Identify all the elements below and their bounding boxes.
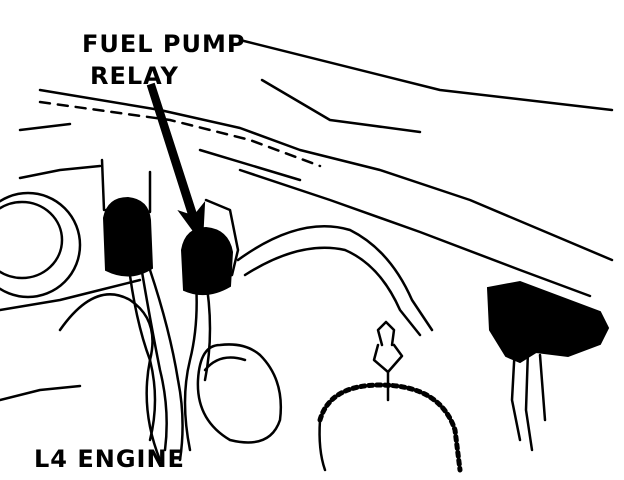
fuel-pump-relay xyxy=(180,226,234,296)
lower-wire-3 xyxy=(538,353,547,422)
pointer-arrow xyxy=(146,82,206,245)
connector-stem xyxy=(372,343,404,374)
harness-2 xyxy=(138,258,168,452)
fender-edge-inner xyxy=(38,100,322,168)
callout-label-line-2: RELAY xyxy=(90,62,179,90)
harness-1 xyxy=(126,258,157,442)
connector-tip xyxy=(376,320,396,347)
fender-edge xyxy=(38,88,614,262)
fender-line-mid xyxy=(260,78,422,134)
black-module xyxy=(486,280,610,364)
harness-3 xyxy=(148,268,184,462)
hose-curve-left xyxy=(58,293,162,462)
engine-label: L4 ENGINE xyxy=(34,445,185,473)
canister-rim xyxy=(203,356,247,372)
air-cleaner-inner xyxy=(0,200,64,280)
left-connector xyxy=(102,196,154,277)
air-cleaner-outer xyxy=(0,191,82,299)
hose-lower xyxy=(243,246,422,337)
hose-upper xyxy=(236,225,434,332)
engine-block-lower xyxy=(0,384,82,402)
harness-4 xyxy=(183,268,198,452)
fender-line-upper xyxy=(238,38,614,112)
lower-wire-2 xyxy=(524,348,534,452)
canister-body xyxy=(196,343,282,444)
lower-wire-1 xyxy=(510,343,522,442)
cowl-line-2 xyxy=(198,148,302,182)
left-frame-line xyxy=(18,164,102,180)
distributor-cap xyxy=(317,382,463,473)
engine-block-edge xyxy=(0,278,142,312)
left-frame-line-2 xyxy=(18,122,72,132)
callout-label-line-1: FUEL PUMP xyxy=(82,30,246,58)
distributor-body xyxy=(318,418,327,472)
cowl-line xyxy=(238,168,592,298)
